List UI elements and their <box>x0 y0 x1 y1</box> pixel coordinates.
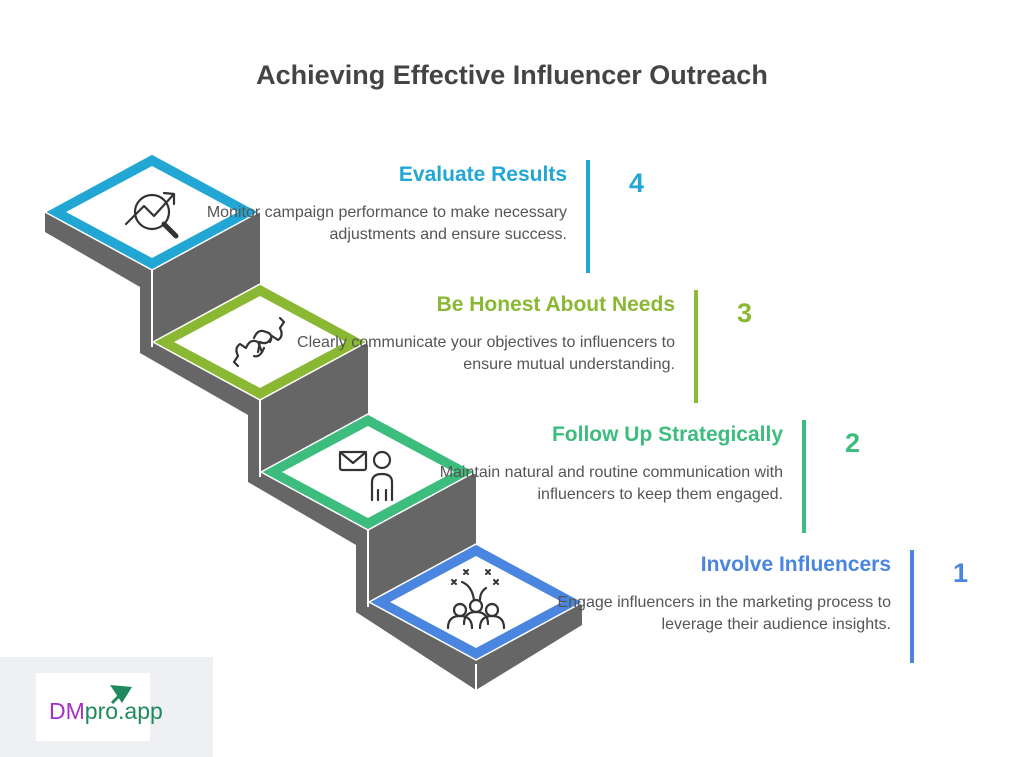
step-title: Evaluate Results <box>398 163 567 186</box>
logo-area: DMpro.app <box>0 657 213 757</box>
step-3-text-block: Be Honest About Needs Clearly communicat… <box>255 290 752 405</box>
step-description: Engage influencers in the marketing proc… <box>557 594 891 633</box>
step-number: 2 <box>845 428 861 458</box>
chart-magnifier-icon <box>124 191 179 239</box>
fist-bump-icon <box>232 316 286 368</box>
step-1-text-block: Involve Influencers Engage influencers i… <box>471 550 968 665</box>
step-divider <box>694 290 698 403</box>
step-description: Monitor campaign performance to make nec… <box>206 204 567 243</box>
step-number: 1 <box>953 558 969 588</box>
step-title: Follow Up Strategically <box>551 423 783 446</box>
logo-text-pro: pro.app <box>84 698 163 724</box>
mail-person-icon <box>338 450 394 502</box>
step-1-platform <box>367 543 585 661</box>
step-4-text-block: Evaluate Results Monitor campaign perfor… <box>147 160 644 275</box>
step-2-platform <box>259 413 477 531</box>
step-description: Clearly communicate your objectives to i… <box>297 334 675 373</box>
step-description: Maintain natural and routine communicati… <box>439 464 783 503</box>
step-number: 3 <box>737 298 753 328</box>
paper-plane-icon <box>110 685 132 705</box>
staircase-body <box>45 155 582 690</box>
step-divider <box>802 420 806 533</box>
page-title: Achieving Effective Influencer Outreach <box>256 60 768 90</box>
step-title: Involve Influencers <box>700 553 891 576</box>
dmpro-logo: DMpro.app <box>36 673 163 741</box>
step-number: 4 <box>629 168 645 198</box>
step-divider <box>586 160 590 273</box>
step-4-platform <box>43 153 261 271</box>
step-divider <box>910 550 914 663</box>
step-title: Be Honest About Needs <box>436 293 675 316</box>
logo-text-dm: DM <box>49 698 85 724</box>
step-2-text-block: Follow Up Strategically Maintain natural… <box>363 420 860 535</box>
step-3-platform <box>151 283 369 401</box>
group-celebration-icon <box>446 569 506 630</box>
